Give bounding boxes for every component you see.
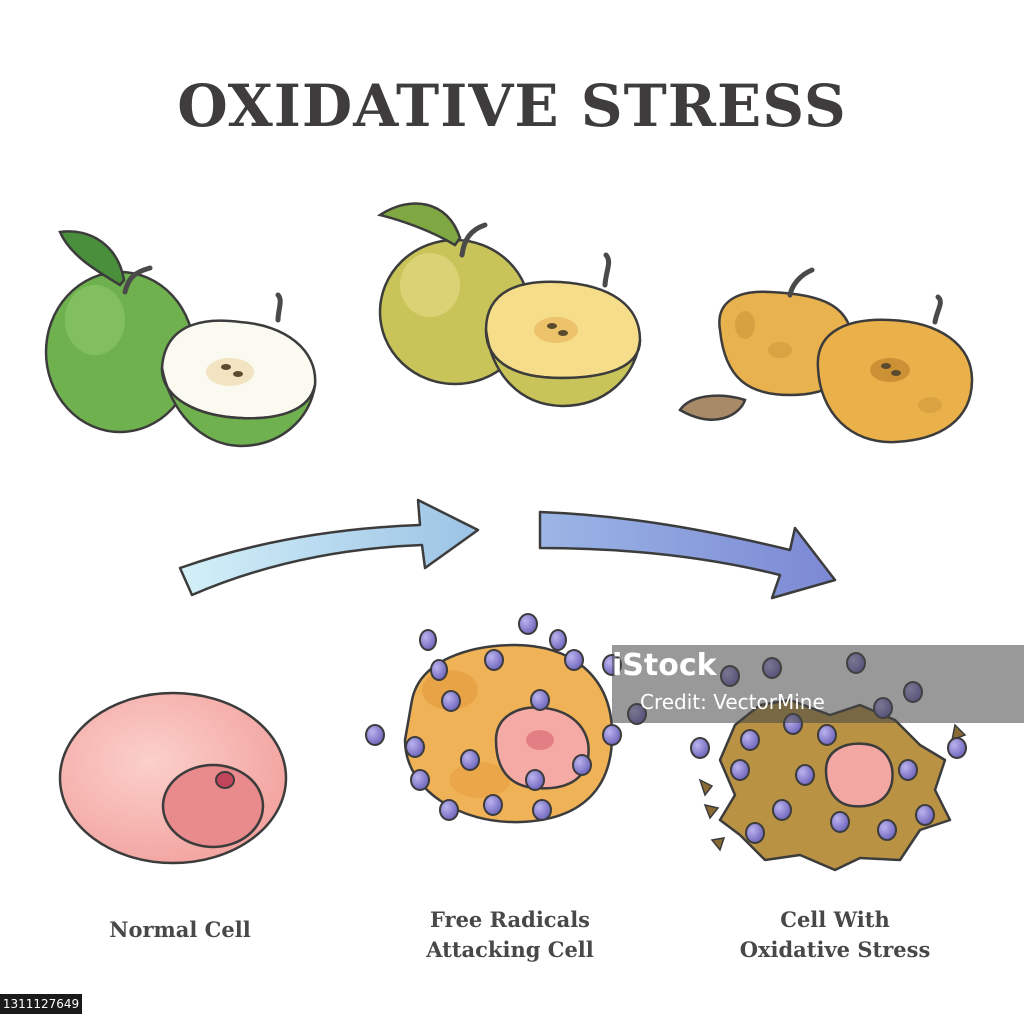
attacked-cell xyxy=(403,643,614,824)
stage-label-oxidative-stress: Cell With Oxidative Stress xyxy=(705,905,965,965)
watermark-brand: iStock xyxy=(612,648,717,683)
progress-arrow-2 xyxy=(538,510,837,600)
stage-label-free-radicals: Free Radicals Attacking Cell xyxy=(400,905,620,965)
watermark-credit: Credit: VectorMine xyxy=(640,690,825,714)
rotten-apple xyxy=(678,267,974,444)
stage-label-free-radicals-line2: Attacking Cell xyxy=(426,937,594,962)
diagram-title: OXIDATIVE STRESS xyxy=(177,72,847,140)
normal-cell xyxy=(58,691,288,865)
aging-apple xyxy=(376,202,642,408)
stage-label-normal-cell-line2: Normal Cell xyxy=(109,917,251,942)
progress-arrow-1 xyxy=(178,498,480,597)
watermark-banner xyxy=(612,645,1024,723)
stage-label-oxidative-stress-line2: Oxidative Stress xyxy=(739,937,931,962)
stage-label-oxidative-stress-line1: Cell With xyxy=(780,907,890,932)
stressed-cell xyxy=(698,698,967,872)
stage-label-normal-cell: Normal Cell xyxy=(70,915,290,945)
fresh-apple xyxy=(44,230,317,448)
stage-label-free-radicals-line1: Free Radicals xyxy=(429,907,591,932)
stock-id-badge: 1311127649 xyxy=(0,994,82,1014)
